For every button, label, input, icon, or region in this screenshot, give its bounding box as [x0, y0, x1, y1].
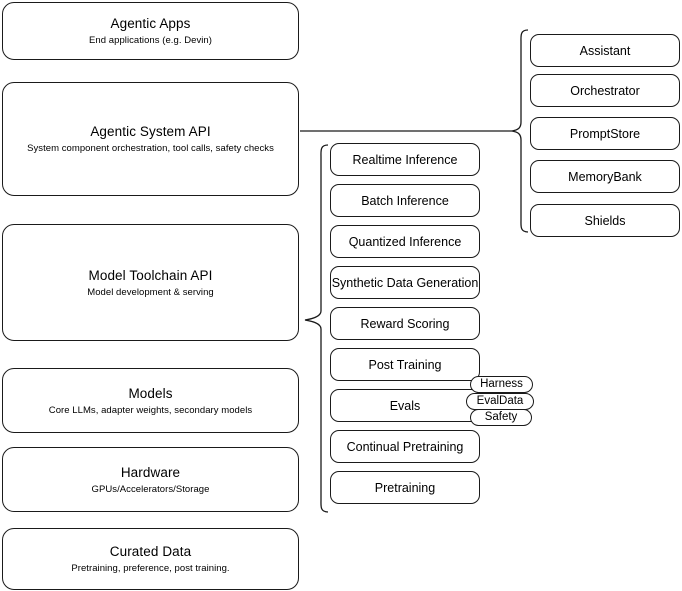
toolchain-item-label: Pretraining [374, 480, 436, 495]
agentic-component-label: Assistant [579, 43, 631, 58]
layer-model-toolchain-api[interactable]: Model Toolchain API Model development & … [2, 224, 299, 341]
toolchain-item-label: Continual Pretraining [346, 439, 464, 454]
layer-subtitle: GPUs/Accelerators/Storage [91, 483, 210, 495]
agentic-component-label: Shields [584, 213, 626, 228]
toolchain-item-batch-inference[interactable]: Batch Inference [330, 184, 480, 217]
toolchain-item-continual-pretraining[interactable]: Continual Pretraining [330, 430, 480, 463]
evals-subcomponent-harness[interactable]: Harness [470, 376, 533, 393]
evals-subcomponent-label: Safety [484, 411, 518, 423]
evals-subcomponent-label: Harness [480, 378, 523, 390]
layer-title: Agentic System API [90, 124, 211, 139]
agentic-component-assistant[interactable]: Assistant [530, 34, 680, 67]
agentic-component-promptstore[interactable]: PromptStore [530, 117, 680, 150]
layer-title: Curated Data [109, 544, 192, 559]
layer-subtitle: Pretraining, preference, post training. [71, 563, 230, 574]
agentic-component-memorybank[interactable]: MemoryBank [530, 160, 680, 193]
evals-subcomponent-label: EvalData [476, 395, 524, 407]
toolchain-item-synthetic-data-generation[interactable]: Synthetic Data Generation [330, 266, 480, 299]
middle-column-brace [304, 144, 329, 513]
toolchain-item-label: Reward Scoring [360, 316, 450, 331]
toolchain-item-post-training[interactable]: Post Training [330, 348, 480, 381]
toolchain-item-pretraining[interactable]: Pretraining [330, 471, 480, 504]
toolchain-item-realtime-inference[interactable]: Realtime Inference [330, 143, 480, 176]
layer-curated-data[interactable]: Curated Data Pretraining, preference, po… [2, 528, 299, 590]
toolchain-item-label: Synthetic Data Generation [331, 275, 479, 290]
toolchain-item-evals[interactable]: Evals [330, 389, 480, 422]
evals-subcomponent-evaldata[interactable]: EvalData [466, 393, 534, 410]
layer-title: Hardware [120, 464, 181, 480]
agentic-component-label: Orchestrator [570, 83, 640, 98]
toolchain-item-reward-scoring[interactable]: Reward Scoring [330, 307, 480, 340]
layer-subtitle: End applications (e.g. Devin) [89, 35, 212, 46]
layer-hardware[interactable]: Hardware GPUs/Accelerators/Storage [2, 447, 299, 512]
toolchain-item-label: Evals [389, 398, 421, 413]
layer-subtitle: Model development & serving [87, 286, 214, 298]
toolchain-item-label: Batch Inference [361, 193, 449, 208]
agentic-component-orchestrator[interactable]: Orchestrator [530, 74, 680, 107]
layer-title: Agentic Apps [110, 16, 191, 31]
layer-subtitle: Core LLMs, adapter weights, secondary mo… [48, 404, 253, 416]
right-column-brace [511, 29, 529, 233]
layer-models[interactable]: Models Core LLMs, adapter weights, secon… [2, 368, 299, 433]
toolchain-item-label: Quantized Inference [348, 234, 462, 249]
layer-agentic-apps[interactable]: Agentic Apps End applications (e.g. Devi… [2, 2, 299, 60]
layer-subtitle: System component orchestration, tool cal… [27, 143, 274, 154]
layer-title: Model Toolchain API [88, 267, 213, 283]
agentic-component-shields[interactable]: Shields [530, 204, 680, 237]
toolchain-item-label: Realtime Inference [352, 152, 458, 167]
agentic-component-label: MemoryBank [568, 169, 642, 184]
agentic-component-label: PromptStore [569, 126, 641, 141]
layer-title: Models [128, 385, 173, 401]
evals-subcomponent-safety[interactable]: Safety [470, 409, 532, 426]
toolchain-item-label: Post Training [368, 357, 442, 372]
toolchain-item-quantized-inference[interactable]: Quantized Inference [330, 225, 480, 258]
layer-agentic-system-api[interactable]: Agentic System API System component orch… [2, 82, 299, 196]
